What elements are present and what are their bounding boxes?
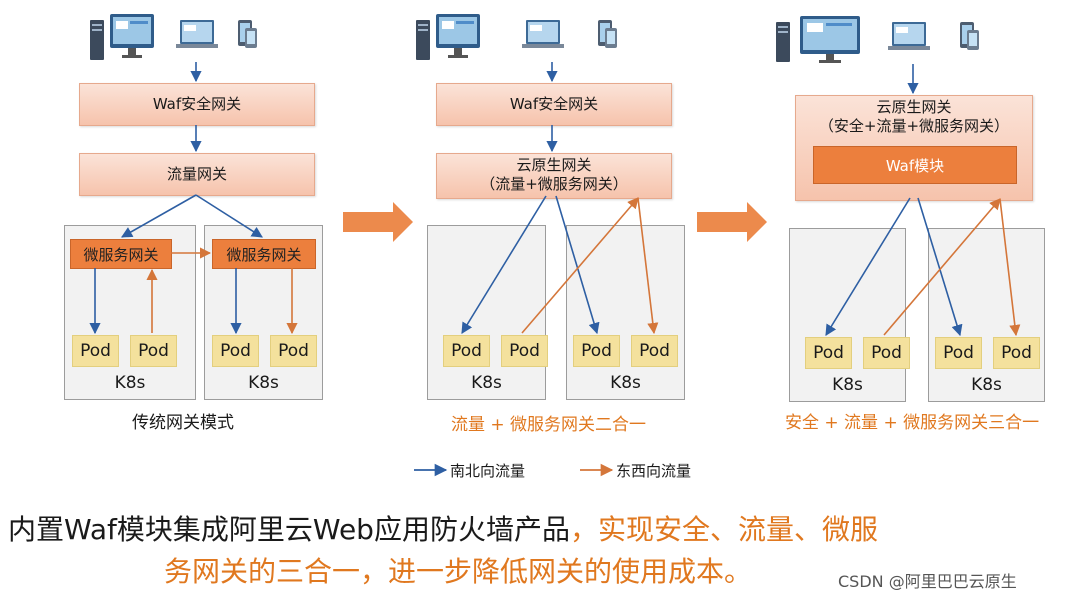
client-devices-panel2 (416, 14, 564, 60)
k8s-label: K8s (832, 375, 863, 395)
pod: Pod (573, 335, 620, 367)
pod: Pod (130, 335, 177, 367)
waf-gateway-panel1: Waf安全网关 (79, 83, 315, 126)
pod: Pod (631, 335, 678, 367)
caption-three-in-one: 安全 + 流量 + 微服务网关三合一 (785, 413, 1040, 433)
k8s-cluster-5: K8s (789, 228, 906, 402)
k8s-label: K8s (610, 373, 641, 393)
pod: Pod (993, 337, 1040, 369)
k8s-cluster-6: K8s (928, 228, 1045, 402)
legend-north-south: 南北向流量 (450, 460, 525, 481)
k8s-label: K8s (471, 373, 502, 393)
k8s-cluster-3: K8s (427, 225, 546, 400)
client-devices-panel3 (776, 16, 979, 63)
microservice-gateway-left: 微服务网关 (70, 239, 172, 269)
cloud-gateway-subtitle: （安全+流量+微服务网关） (818, 117, 1010, 135)
pod: Pod (935, 337, 982, 369)
pod: Pod (863, 337, 910, 369)
cloud-gateway-subtitle: （流量+微服务网关） (480, 175, 628, 193)
pod: Pod (501, 335, 548, 367)
pod: Pod (212, 335, 259, 367)
mobile-icon (238, 20, 257, 48)
pod: Pod (805, 337, 852, 369)
k8s-label: K8s (114, 373, 146, 393)
caption-two-in-one: 流量 + 微服务网关二合一 (451, 415, 647, 435)
pod: Pod (72, 335, 119, 367)
flow-arrow-north-south (461, 195, 547, 334)
monitor-icon (110, 14, 154, 58)
mobile-icon (960, 22, 979, 50)
cloud-gateway-title: 云原生网关 (516, 156, 592, 174)
server-icon (90, 20, 104, 60)
cloud-native-gateway-panel2: 云原生网关 （流量+微服务网关） (436, 153, 672, 199)
k8s-label: K8s (971, 375, 1002, 395)
laptop-icon (522, 20, 564, 48)
laptop-icon (888, 22, 930, 50)
legend-label: 东西向流量 (616, 462, 692, 480)
flow-arrow-north-south (917, 197, 963, 337)
headline-line-2: 务网关的三合一，进一步降低网关的使用成本。 (164, 555, 753, 588)
flow-arrow-east-west (883, 198, 1001, 336)
monitor-icon (436, 14, 480, 58)
legend-label: 南北向流量 (450, 462, 526, 480)
flow-arrow-north-south (121, 194, 197, 238)
watermark: CSDN @阿里巴巴云原生 (838, 572, 1017, 591)
server-icon (776, 22, 790, 62)
pod: Pod (270, 335, 317, 367)
client-devices-panel1 (90, 14, 257, 60)
flow-arrow-east-west (521, 197, 639, 334)
transition-arrow (343, 202, 413, 242)
pod: Pod (443, 335, 490, 367)
server-icon (416, 20, 430, 60)
transition-arrow (697, 202, 767, 242)
headline-highlight: ，实现安全、流量、微服 (569, 513, 878, 546)
cloud-gateway-title: 云原生网关 (876, 98, 952, 116)
monitor-icon (800, 16, 860, 63)
waf-module: Waf模块 (813, 146, 1017, 184)
microservice-gateway-right: 微服务网关 (212, 239, 316, 269)
flow-arrow-north-south (825, 197, 911, 336)
headline-text: 内置Waf模块集成阿里云Web应用防火墙产品 (8, 513, 570, 546)
k8s-cluster-4: K8s (566, 225, 685, 400)
traffic-gateway-panel1: 流量网关 (79, 153, 315, 196)
mobile-icon (598, 20, 617, 48)
k8s-label: K8s (248, 373, 279, 393)
waf-gateway-panel2: Waf安全网关 (436, 83, 672, 126)
headline-line-1: 内置Waf模块集成阿里云Web应用防火墙产品，实现安全、流量、微服 (8, 512, 878, 548)
laptop-icon (176, 20, 218, 48)
caption-traditional: 传统网关模式 (132, 413, 234, 433)
flow-arrow-north-south (555, 195, 600, 335)
flow-arrow-east-west (999, 198, 1021, 337)
flow-arrow-north-south (195, 194, 263, 238)
flow-arrow-east-west (637, 197, 659, 335)
legend-east-west: 东西向流量 (616, 460, 691, 481)
